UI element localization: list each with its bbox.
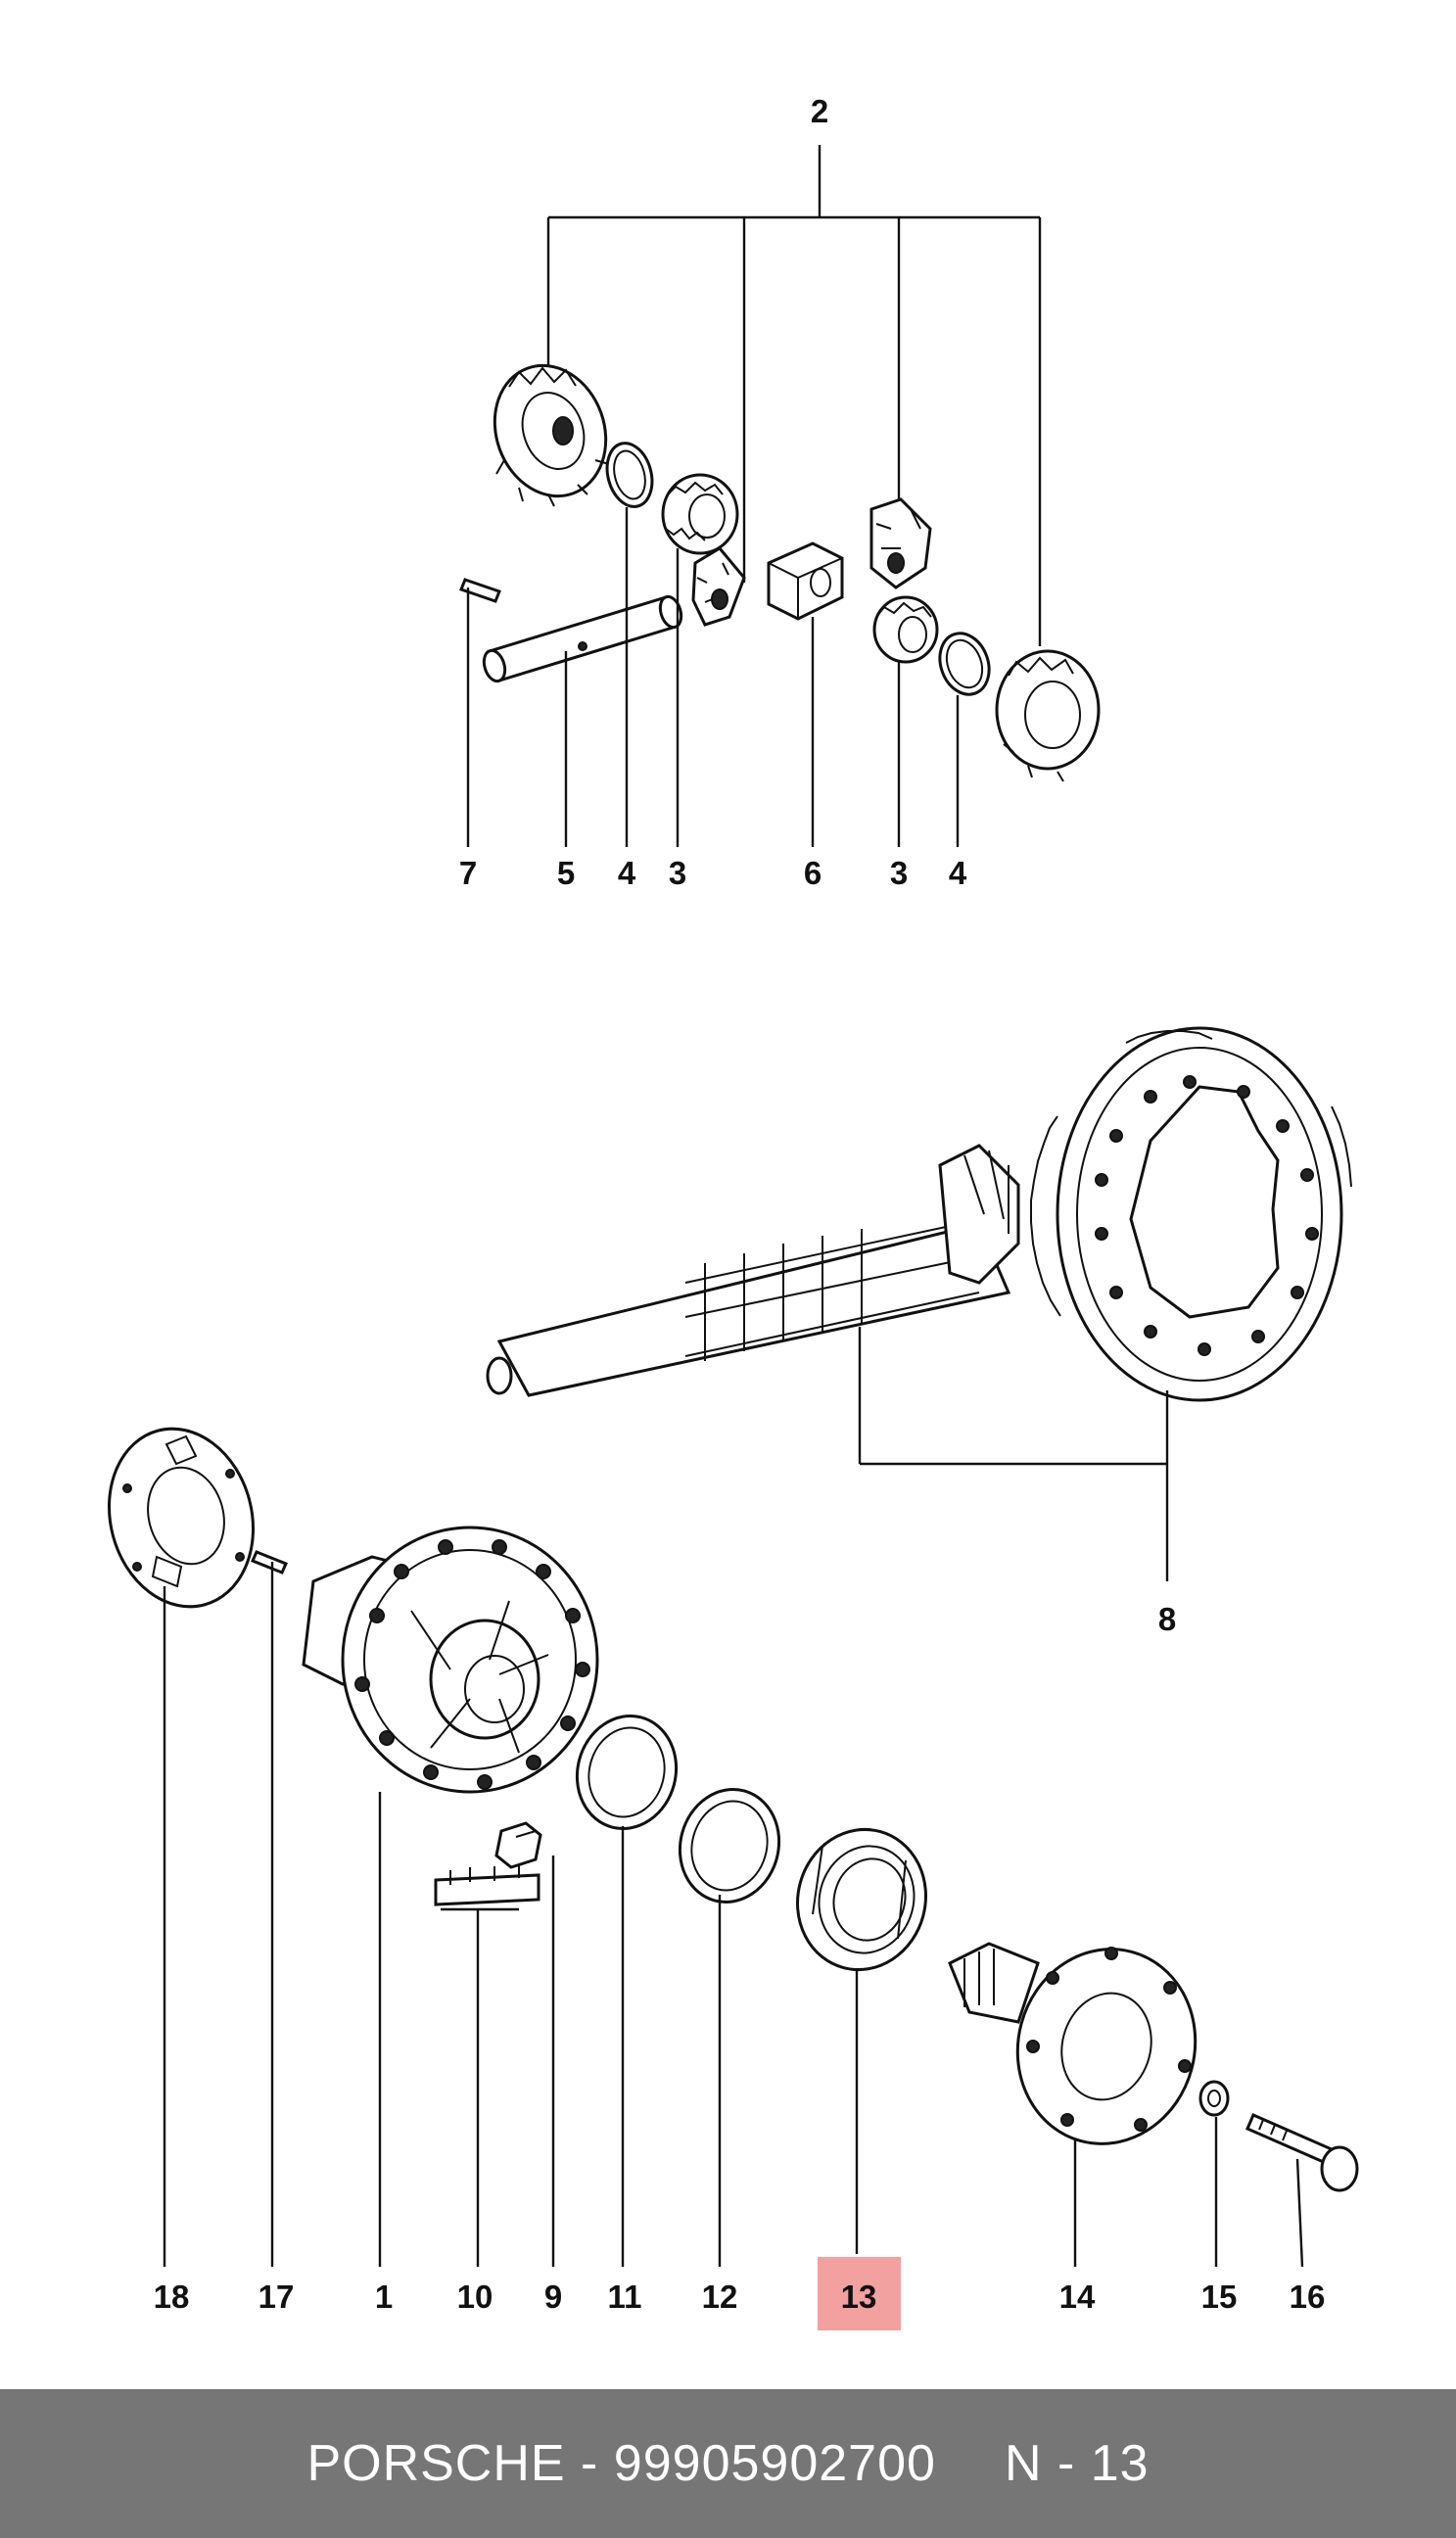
label-13: 13 [841,2279,877,2315]
snap-ring-right [938,632,991,696]
lock-plate [434,1863,540,1906]
label-1: 1 [375,2279,393,2315]
pinion-gear-left [661,473,739,555]
label-12: 12 [702,2279,738,2315]
footer-page-ref: N - 13 [1004,2435,1150,2492]
label-5: 5 [557,855,575,891]
roll-pin [459,578,501,603]
label-14: 14 [1059,2279,1096,2315]
label-2: 2 [811,93,828,129]
leader-lines-8 [858,1327,1169,1581]
thrust-block [767,541,844,621]
label-7: 7 [459,855,477,891]
pinion-shaft [486,1144,1020,1397]
label-17: 17 [258,2279,295,2315]
leader-lines-row-1 [466,507,960,847]
label-3-right: 3 [890,855,908,891]
label-8: 8 [1158,1601,1176,1637]
label-11: 11 [608,2279,642,2315]
label-9: 9 [544,2279,562,2315]
bolt [494,1821,542,1869]
differential-shaft [482,594,683,683]
highlight-box-13 [818,2257,901,2330]
snap-ring-left [605,442,654,508]
label-6: 6 [804,855,822,891]
bevel-gear-right [869,497,932,589]
washer [1198,2080,1230,2117]
leader-lines-bottom [163,1562,1304,2268]
label-10: 10 [457,2279,493,2315]
label-16: 16 [1290,2279,1326,2315]
pinion-gear-right [872,595,939,664]
bevel-gear-small [691,546,746,627]
shim-12 [678,1788,781,1904]
label-4-left: 4 [618,855,636,891]
screw [1245,2113,1359,2192]
exploded-parts-diagram: 2 7 5 4 3 6 3 4 8 [107,93,1359,2330]
footer-bar: PORSCHE - 99905902700 N - 13 [0,2389,1456,2538]
side-cover [107,1427,256,1609]
label-18: 18 [154,2279,190,2315]
label-15: 15 [1201,2279,1238,2315]
ring-gear [1030,1026,1352,1402]
dowel-pin [250,1550,289,1574]
leader-lines-group-2 [546,145,1042,646]
label-4-right: 4 [949,855,967,891]
footer-part-number: PORSCHE - 99905902700 [306,2435,936,2492]
side-gear-right [995,649,1101,782]
shim-11 [575,1715,679,1830]
side-gear-left [493,363,610,507]
ball-bearing [796,1827,927,1972]
output-flange [948,1942,1198,2145]
label-3-left: 3 [669,855,686,891]
differential-housing [302,1526,599,1794]
